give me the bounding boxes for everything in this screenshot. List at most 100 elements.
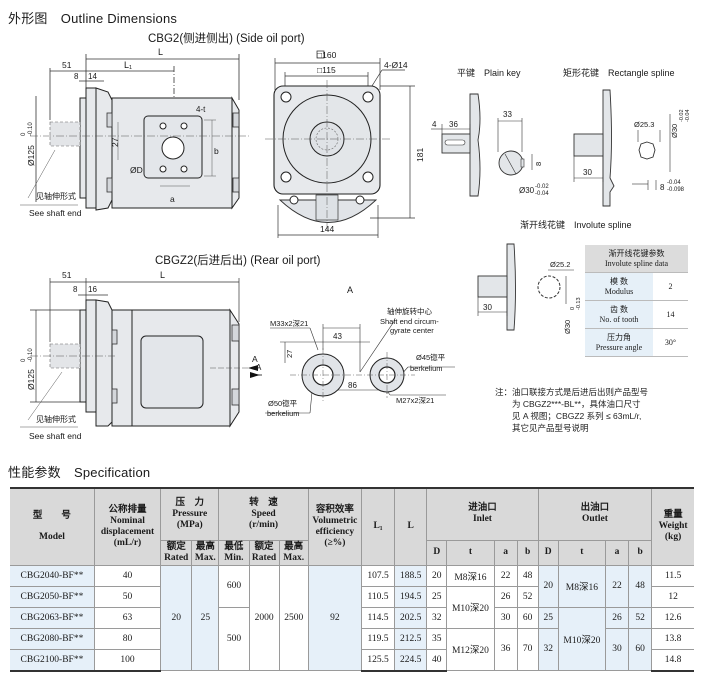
cell-disp: 50 [93,585,162,608]
is-tol-lower: -0.13 [576,297,582,310]
outline-dimensions-heading: 外形图 Outline Dimensions [8,11,178,26]
rear-shaft-note-en: See shaft end [29,431,82,441]
rs-dia-tol-upper: -0.02 [679,109,685,122]
cell-out-t: M10深20 [557,606,606,671]
cell-in-D: 25 [426,585,448,608]
cell-weight: 14.8 [651,648,694,672]
col-inlet: 进油口 Inlet [426,487,539,541]
rear-dim-8: 8 [73,285,78,294]
cell-weight: 12.6 [651,606,694,629]
cell-in-D: 20 [426,564,448,587]
dim-a: a [170,194,175,204]
center-label-cn: 轴伸旋转中心 [387,306,432,316]
spot50-en: berkelium [267,409,300,418]
cell-in-t: M10深20 [446,585,495,629]
cell-out-D: 32 [537,627,559,671]
sq115: □115 [317,65,336,75]
rear-port-title: CBGZ2(后进后出) (Rear oil port) [155,255,321,267]
cell-speed-min: 500 [218,606,250,671]
pk-tol-upper: -0.02 [535,184,549,190]
pk-tol-lower: -0.04 [535,191,549,197]
is-dim-30: 30 [483,303,492,312]
rect-spline-title: 矩形花键 Rectangle spline [563,68,675,78]
cell-in-D: 32 [426,606,448,629]
cell-in-a: 22 [493,564,518,587]
pk-dim-36: 36 [449,120,458,129]
col-speed: 转 速 Speed (r/min) [218,487,309,541]
cell-L1: 107.5 [360,564,396,587]
col-outlet-b: b [628,540,652,566]
rear-tol-upper: 0 [21,358,27,362]
cell-disp: 80 [93,627,162,650]
cell-in-b: 70 [516,627,539,671]
view-a-dim-27: 27 [285,350,294,358]
rs-dia-tol-lower: -0.04 [685,109,691,122]
cell-disp: 40 [93,564,162,587]
width-144: 144 [320,224,334,234]
dim-27: 27 [110,137,120,147]
is-dia-outer: Ø30 [563,320,572,334]
holes-4t: 4-t [196,105,206,114]
holes-4-dia14: 4-Ø14 [384,60,408,70]
cell-weight: 12 [651,585,694,608]
rear-tol-lower: -0.10 [28,348,34,362]
arrow-a-label: A [252,354,258,364]
col-inlet-a: a [493,540,518,566]
col-L1: L₁ [360,487,396,566]
rs-dim-30: 30 [583,168,592,177]
cell-in-a: 26 [493,585,518,608]
spot45-label: Ø45锪平 [416,352,446,362]
cell-L1: 110.5 [360,585,396,608]
cell-out-D: 25 [537,606,559,629]
shaft-note-en: See shaft end [29,208,82,218]
rear-dim-dia125: Ø125 [26,369,36,390]
col-outlet-D: D [537,540,559,566]
sq160: □160 [317,50,337,60]
cell-in-a: 36 [493,627,518,671]
is-tol-upper: 0 [570,307,576,310]
dim-43: 43 [333,332,342,341]
cell-efficiency: 92 [307,564,362,671]
view-a-title: A [347,285,353,295]
table-row: CBG2050-BF** 50 110.5 194.5 25 M10深20 26… [10,585,694,629]
dim-b: b [214,146,219,156]
rear-dim-51: 51 [62,270,72,280]
col-efficiency: 容积效率 Volumetric efficiency (≥%) [307,487,362,566]
cell-speed-max: 2500 [278,564,309,671]
col-inlet-b: b [516,540,539,566]
cell-pressure-rated: 20 [160,564,193,671]
rear-port-drawing: 51 8 16 L Ø125 0 -0.10 A 见轴伸形式 See shaft… [20,270,260,441]
spot45-en: berkelium [410,364,443,373]
dim-14: 14 [88,72,97,81]
cell-model: CBG2080-BF** [10,627,95,650]
m27-label: M27x2深21 [396,396,434,405]
cell-L: 194.5 [394,585,428,608]
dim-L1: L₁ [124,60,132,70]
table-row: CBG2080-BF** 80 119.5 212.5 35 M12深20 36… [10,627,694,671]
height-181: 181 [415,148,425,162]
col-outlet-a: a [604,540,630,566]
col-weight: 重量 Weight (kg) [651,487,694,566]
is-dia-inner: Ø25.2 [550,260,570,269]
spot50-label: Ø50锪平 [268,398,298,408]
col-L: L [394,487,428,566]
cell-disp: 63 [93,606,162,629]
dim-8: 8 [74,72,79,81]
rs-dia-outer: Ø30 [670,124,679,138]
rs-width: 8 [660,183,665,192]
cell-speed-min: 600 [218,564,250,608]
cell-model: CBG2100-BF** [10,648,95,672]
specification-heading: 性能参数 Specification [8,465,151,480]
shaft-end-drawings: 4 36 33 8 Ø30 -0.02 -0.04 30 Ø25.3 Ø30 -… [431,89,691,207]
center-label-en1: Shaft end circum- [380,317,439,326]
cell-out-b: 48 [628,564,653,608]
front-view-drawing: □160 □115 4-Ø14 181 144 [265,50,425,238]
cell-disp: 100 [93,648,162,672]
cell-L1: 119.5 [360,627,396,650]
tol-lower: -0.10 [28,122,34,136]
tol-upper: 0 [21,132,27,136]
